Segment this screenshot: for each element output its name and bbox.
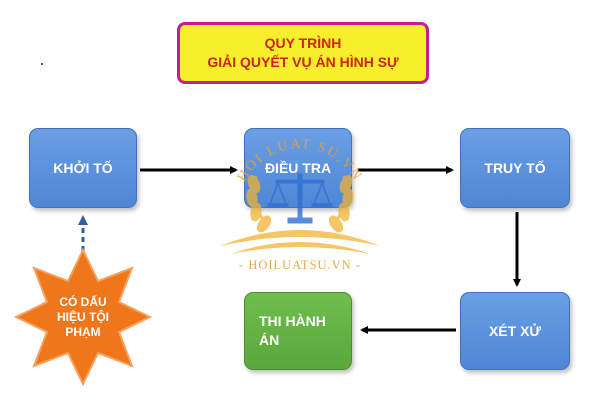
step-dieu-tra-label: ĐIỀU TRA (264, 159, 332, 176)
trigger-star: CÓ DẤU HIỆU TỘI PHẠM (12, 246, 154, 388)
step-thi-hanh-line-1: THI HÀNH (259, 313, 326, 329)
diagram-title: QUY TRÌNH GIẢI QUYẾT VỤ ÁN HÌNH SỰ (177, 22, 429, 84)
step-thi-hanh-line-2: ÁN (259, 332, 280, 348)
step-truy-to: TRUY TỐ (460, 128, 570, 208)
stray-dot (41, 63, 43, 65)
step-thi-hanh-an: THI HÀNH ÁN (244, 292, 352, 370)
watermark-site-text: - HOILUATSU.VN - (239, 258, 361, 272)
title-line-1: QUY TRÌNH (264, 35, 342, 51)
step-dieu-tra: ĐIỀU TRA (244, 128, 352, 208)
trigger-line-2: HIỆU TỘI (56, 309, 109, 324)
trigger-line-1: CÓ DẤU (59, 294, 107, 309)
trigger-line-3: PHẠM (65, 324, 101, 339)
step-khoi-to-label: KHỞI TỐ (53, 159, 113, 176)
step-khoi-to: KHỞI TỐ (29, 128, 137, 208)
star-burst-shape (13, 247, 153, 387)
step-truy-to-label: TRUY TỐ (484, 159, 546, 176)
step-xet-xu-label: XÉT XỬ (488, 322, 542, 339)
step-xet-xu: XÉT XỬ (460, 292, 570, 370)
title-line-2: GIẢI QUYẾT VỤ ÁN HÌNH SỰ (207, 54, 399, 70)
